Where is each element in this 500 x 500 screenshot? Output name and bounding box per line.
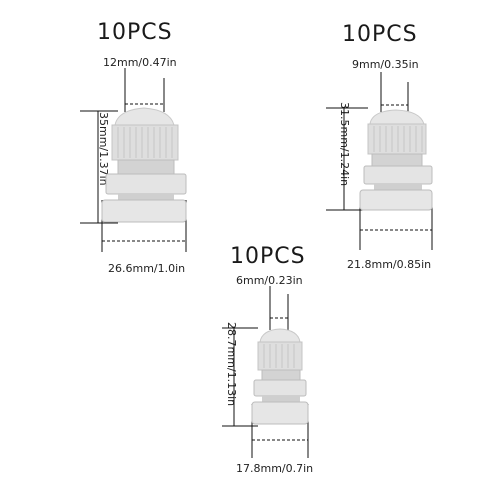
gland-3-base-width: 17.8mm/0.7in [236, 462, 314, 475]
gland-3-quantity: 10PCS [230, 244, 306, 269]
gland-1-body [101, 107, 187, 223]
gland-3-dimension-lines [222, 286, 309, 458]
gland-1-cable-size: 12mm/0.47in [103, 56, 177, 69]
gland-3-cable-size: 6mm/0.23in [236, 274, 303, 287]
gland-1-base-width: 26.6mm/1.0in [108, 262, 186, 275]
gland-3-body [251, 328, 309, 425]
gland-2-cable-size: 9mm/0.35in [352, 58, 419, 71]
gland-2-quantity: 10PCS [342, 22, 418, 47]
gland-2-base-width: 21.8mm/0.85in [347, 258, 432, 271]
gland-1-quantity: 10PCS [97, 20, 173, 45]
gland-2-body [359, 109, 433, 211]
